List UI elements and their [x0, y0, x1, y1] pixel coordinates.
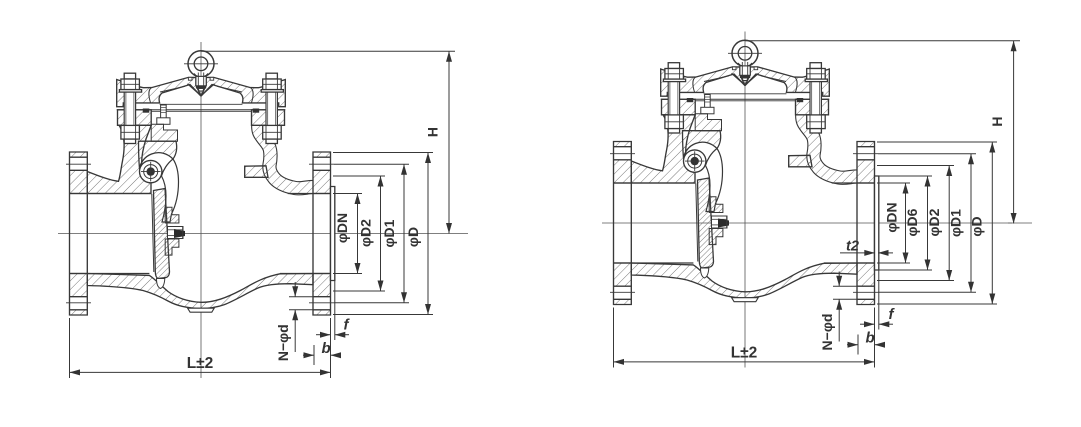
svg-text:H: H [989, 116, 1005, 126]
svg-text:φD2: φD2 [926, 208, 942, 236]
svg-text:L±2: L±2 [731, 345, 758, 362]
svg-text:φD6: φD6 [904, 208, 920, 236]
svg-text:N−φd: N−φd [819, 314, 835, 351]
svg-text:φD: φD [405, 227, 421, 247]
svg-text:φD2: φD2 [358, 219, 374, 247]
svg-text:N−φd: N−φd [275, 324, 291, 361]
svg-text:φDN: φDN [334, 213, 350, 243]
svg-text:f: f [889, 306, 896, 323]
svg-text:b: b [322, 340, 331, 357]
svg-text:φD: φD [969, 216, 985, 236]
svg-text:b: b [866, 330, 875, 347]
svg-text:H: H [425, 127, 441, 137]
svg-text:φDN: φDN [884, 202, 900, 232]
svg-text:f: f [344, 317, 351, 334]
svg-text:φD1: φD1 [381, 219, 397, 247]
svg-text:φD1: φD1 [948, 209, 964, 237]
svg-text:t2: t2 [846, 239, 859, 255]
svg-text:L±2: L±2 [187, 355, 214, 372]
